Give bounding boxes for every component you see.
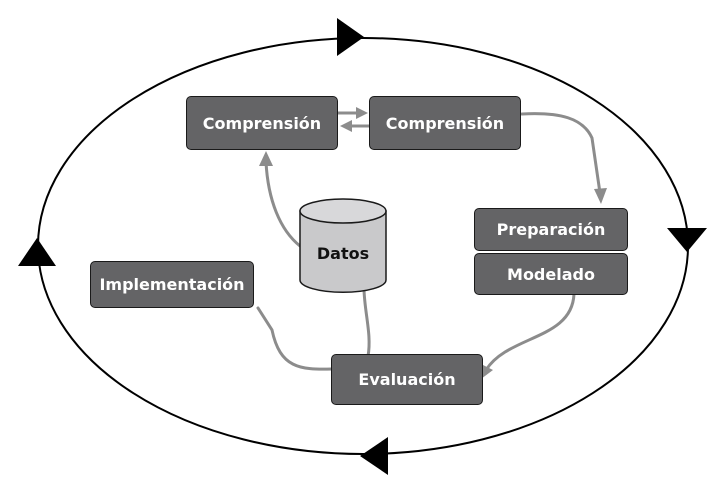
node-datos-label: Datos [316,243,370,263]
cycle-arrow-top [337,18,364,56]
connector-datos-to-comp1 [264,160,302,248]
arrowhead-modelado-to-evaluacion [481,364,493,379]
node-comprension-1: Comprensión [186,96,338,150]
node-modelado-label: Modelado [507,264,595,284]
connector-comp2-to-preparacion [520,112,602,195]
arrowhead-comp2-to-comp1 [340,120,352,132]
cycle-arrow-right [667,228,707,252]
node-comprension-2: Comprensión [369,96,521,150]
node-preparacion: Preparación [474,208,628,251]
cycle-arrow-left [18,238,56,266]
node-evaluacion: Evaluación [331,354,483,405]
node-evaluacion-label: Evaluación [358,370,456,389]
node-implementacion-label: Implementación [99,275,245,294]
node-preparacion-label: Preparación [496,220,606,239]
node-modelado: Modelado [474,253,628,295]
node-implementacion: Implementación [90,261,254,308]
arrowhead-datos-to-comp1 [259,151,273,166]
cycle-arrow-bottom [360,437,388,475]
arrowhead-comp2-to-preparacion [594,188,607,204]
datos-cylinder [299,198,387,294]
arrowhead-comp1-to-comp2 [356,107,368,119]
connector-datos-to-evaluacion [362,286,371,358]
node-comprension-2-label: Comprensión [385,113,505,133]
connector-modelado-to-evaluacion [484,292,576,372]
node-comprension-1-label: Comprensión [202,113,322,133]
connector-evaluacion-to-implementacion [256,306,334,371]
